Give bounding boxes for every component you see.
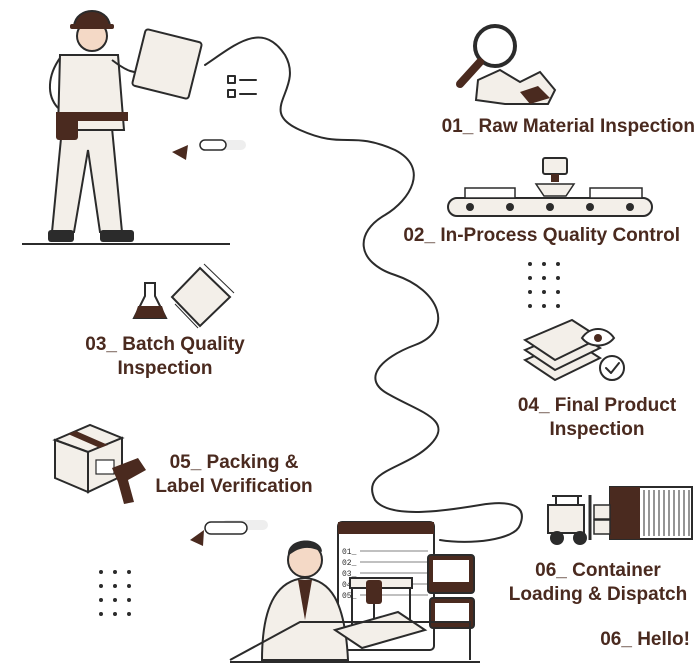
monitor-list-item: 02_ (342, 559, 357, 568)
step-label-line: 03_ Batch Quality (85, 334, 245, 355)
dot-grid-right (528, 262, 560, 308)
forklift-container-icon (547, 486, 693, 545)
step-label-1: 01_ Raw Material Inspection (442, 116, 695, 137)
step-label-line: Inspection (117, 358, 212, 379)
pointer-toggle-icon-2 (190, 520, 268, 546)
dot-grid-left (99, 570, 131, 616)
step-label-line: 05_ Packing & (170, 452, 299, 473)
step-label-5: 05_ Packing & Label Verification (155, 452, 312, 497)
step-label-2: 02_ In-Process Quality Control (403, 225, 680, 246)
conveyor-camera-icon (447, 157, 653, 217)
magnifier-on-stones-icon (456, 24, 557, 105)
step-label-line: Inspection (549, 419, 644, 440)
step-label-line: 01_ Raw Material Inspection (442, 116, 695, 137)
hello-label: 06_ Hello! (600, 629, 690, 650)
monitor-list-item: 05_ (342, 592, 357, 601)
box-scanner-icon (52, 423, 146, 504)
winding-path (204, 36, 523, 543)
step-label-line: 06_ Container (535, 560, 661, 581)
tile-stack-eye-icon (522, 318, 625, 382)
step-label-line: 04_ Final Product (518, 395, 677, 416)
step-label-line: 02_ In-Process Quality Control (403, 225, 680, 246)
monitor-list-item: 01_ (342, 548, 357, 557)
monitor-list-item: 03_ (342, 570, 357, 579)
lab-technician-illustration: 01_02_03_04_05_ (229, 521, 480, 663)
step-labels: 01_ Raw Material Inspection 02_ In-Proces… (85, 116, 695, 605)
checklist-icon (227, 75, 257, 98)
step-label-line: Label Verification (155, 476, 312, 497)
flask-tile-icon (132, 263, 235, 329)
inspector-worker-illustration (22, 10, 230, 245)
step-label-line: Loading & Dispatch (509, 584, 687, 605)
pointer-toggle-icon (172, 139, 246, 160)
